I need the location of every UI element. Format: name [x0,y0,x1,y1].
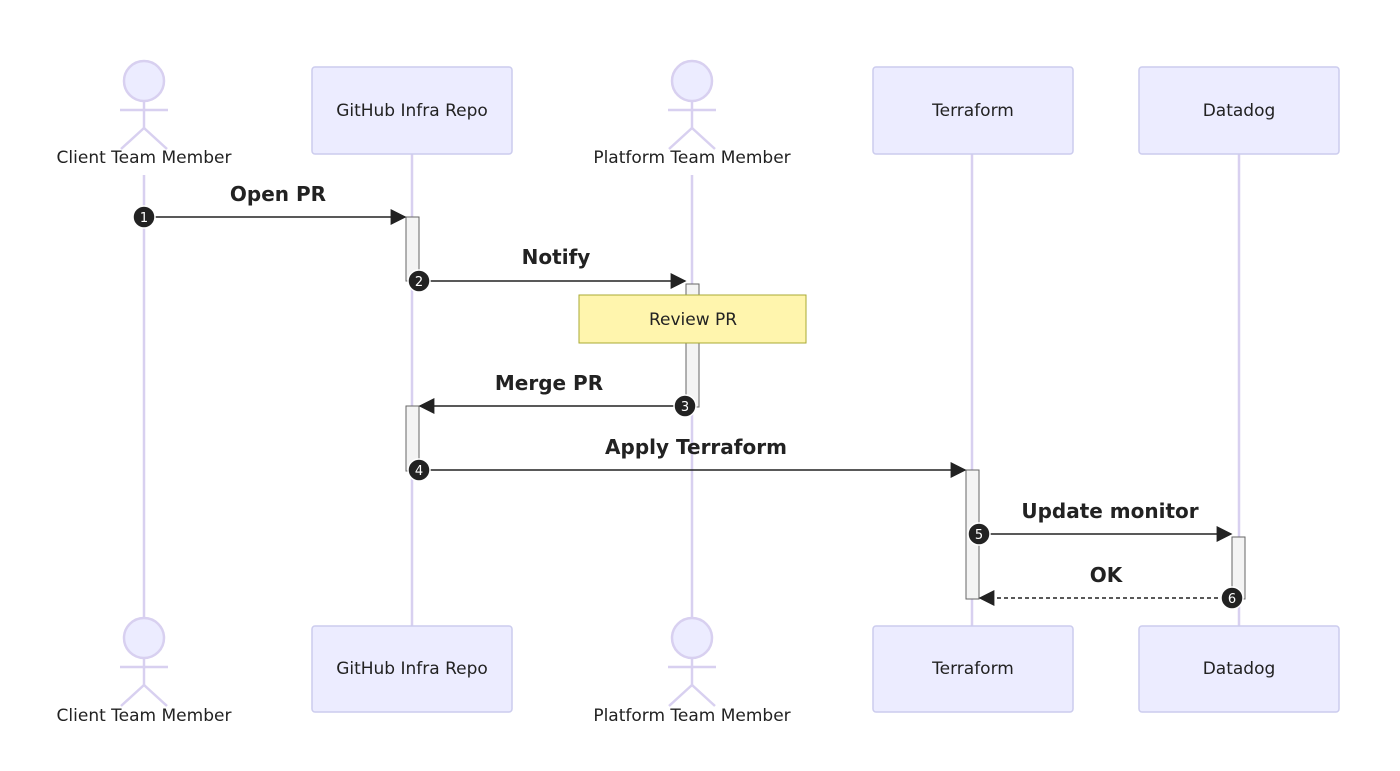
participant-terraform-top: Terraform [872,66,1074,155]
activations [405,216,1246,600]
participant-box [311,66,513,155]
sequence-number: 1 [140,211,148,226]
participant-label: Client Team Member [57,706,232,726]
message-apply-terraform: Apply Terraform 4 [407,435,967,482]
participant-label: Datadog [1203,659,1276,679]
participant-label: Platform Team Member [593,148,790,168]
sequence-number-badge [407,269,431,293]
sequence-number-badge [1220,586,1244,610]
message-notify: Notify 2 [407,245,687,293]
message-merge-pr: Merge PR 3 [418,371,697,418]
message-update-monitor: Update monitor 5 [967,499,1233,546]
message-open-pr: Open PR 1 [132,182,407,229]
actor-platform-top: Platform Team Member [593,59,791,168]
actor-figure-icon [120,616,168,707]
note-label: Review PR [649,310,737,330]
message-label: Notify [522,245,591,269]
actor-figure-icon [668,616,716,707]
actor-figure-icon [120,59,168,150]
participant-box [1138,625,1340,713]
sequence-number-badge [132,205,156,229]
participant-label: Datadog [1203,101,1276,121]
participant-box [872,625,1074,713]
participant-label: Terraform [931,659,1014,679]
message-ok: OK 6 [978,563,1244,610]
sequence-number-badge [673,394,697,418]
sequence-number: 2 [415,275,423,290]
message-label: Merge PR [495,371,603,395]
actor-platform-bottom: Platform Team Member [593,616,791,726]
message-label: OK [1090,563,1124,587]
participant-github-bottom: GitHub Infra Repo [311,625,513,713]
participant-label: Platform Team Member [593,706,790,726]
participant-box [872,66,1074,155]
messages: Open PR 1 Notify 2 Merge PR 3 Apply Terr… [132,182,1244,610]
participant-label: Terraform [931,101,1014,121]
sequence-number: 5 [975,528,983,543]
note-box [578,294,807,344]
participant-datadog-top: Datadog [1138,66,1340,155]
participant-box [1138,66,1340,155]
message-label: Update monitor [1021,499,1198,523]
participant-datadog-bottom: Datadog [1138,625,1340,713]
sequence-number: 3 [681,400,689,415]
participants-top: Client Team Member GitHub Infra Repo Pla… [57,59,1340,168]
participant-label: GitHub Infra Repo [336,659,488,679]
actor-client-top: Client Team Member [57,59,232,168]
sequence-number: 6 [1228,592,1236,607]
sequence-number: 4 [415,464,423,479]
message-label: Open PR [230,182,326,206]
actor-client-bottom: Client Team Member [57,616,232,726]
message-label: Apply Terraform [605,435,787,459]
sequence-number-badge [967,522,991,546]
participant-label: GitHub Infra Repo [336,101,488,121]
participant-github-top: GitHub Infra Repo [311,66,513,155]
sequence-number-badge [407,458,431,482]
participant-box [311,625,513,713]
actor-figure-icon [668,59,716,150]
participant-label: Client Team Member [57,148,232,168]
note-review-pr: Review PR [578,294,807,344]
participant-terraform-bottom: Terraform [872,625,1074,713]
participants-bottom: Client Team Member GitHub Infra Repo Pla… [57,616,1340,726]
